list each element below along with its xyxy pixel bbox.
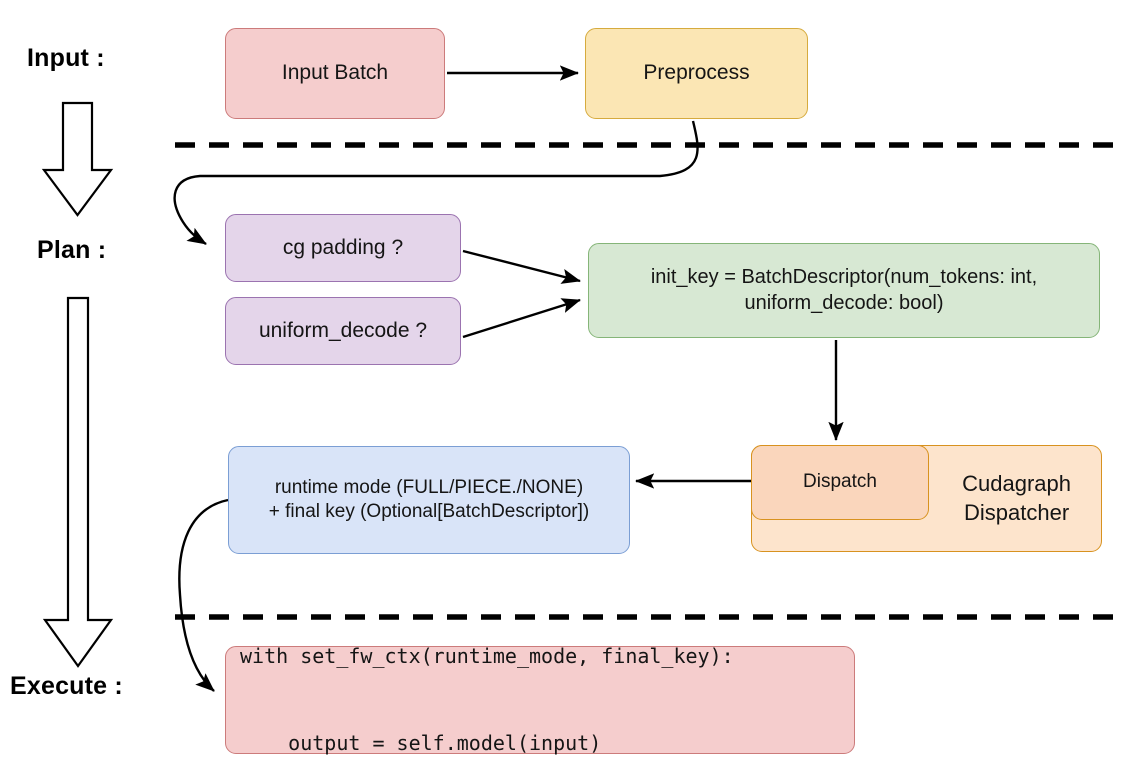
node-exec-code-text: with set_fw_ctx(runtime_mode, final_key)… bbox=[240, 584, 734, 770]
edge-cg-padding-to-init-key bbox=[462, 249, 581, 284]
node-exec-code-line1: with set_fw_ctx(runtime_mode, final_key)… bbox=[240, 644, 734, 668]
node-cudagraph-dispatcher-line2: Dispatcher bbox=[963, 499, 1070, 525]
node-init-key-line2: uniform_decode: bool) bbox=[744, 291, 944, 314]
edge-runtime-mode-to-exec-code bbox=[178, 498, 229, 692]
node-dispatch[interactable]: Dispatch bbox=[751, 445, 929, 520]
node-cudagraph-dispatcher-line1: Cudagraph bbox=[962, 471, 1071, 497]
node-cg-padding-label: cg padding ? bbox=[282, 235, 404, 259]
node-runtime-mode[interactable]: runtime mode (FULL/PIECE./NONE) + final … bbox=[228, 446, 630, 554]
node-dispatch-label: Dispatch bbox=[803, 471, 877, 493]
stage-label-input: Input : bbox=[27, 44, 105, 72]
node-init-key-line1: init_key = BatchDescriptor(num_tokens: i… bbox=[650, 265, 1038, 288]
node-cudagraph-dispatcher-text: Cudagraph Dispatcher bbox=[962, 470, 1071, 526]
stage-label-plan: Plan : bbox=[37, 236, 107, 264]
node-cg-padding[interactable]: cg padding ? bbox=[225, 214, 461, 282]
edge-uniform-decode-to-init-key bbox=[462, 298, 581, 339]
stage-arrow-plan-to-execute bbox=[42, 296, 114, 668]
node-uniform-decode[interactable]: uniform_decode ? bbox=[225, 297, 461, 365]
node-preprocess[interactable]: Preprocess bbox=[585, 28, 808, 119]
node-runtime-mode-line2: + final key (Optional[BatchDescriptor]) bbox=[268, 501, 590, 522]
stage-arrow-input-to-plan bbox=[41, 101, 114, 217]
node-init-key-text: init_key = BatchDescriptor(num_tokens: i… bbox=[651, 265, 1037, 316]
node-runtime-mode-text: runtime mode (FULL/PIECE./NONE) + final … bbox=[269, 476, 590, 525]
node-exec-code[interactable]: with set_fw_ctx(runtime_mode, final_key)… bbox=[225, 644, 855, 755]
node-uniform-decode-label: uniform_decode ? bbox=[258, 318, 428, 342]
node-runtime-mode-line1: runtime mode (FULL/PIECE./NONE) bbox=[274, 476, 584, 498]
node-init-key[interactable]: init_key = BatchDescriptor(num_tokens: i… bbox=[588, 243, 1100, 338]
node-input-batch-label: Input Batch bbox=[281, 61, 389, 85]
stage-label-execute: Execute : bbox=[10, 672, 123, 700]
node-input-batch[interactable]: Input Batch bbox=[225, 28, 445, 119]
node-preprocess-label: Preprocess bbox=[643, 61, 750, 85]
node-exec-code-line2: output = self.model(input) bbox=[240, 731, 602, 755]
